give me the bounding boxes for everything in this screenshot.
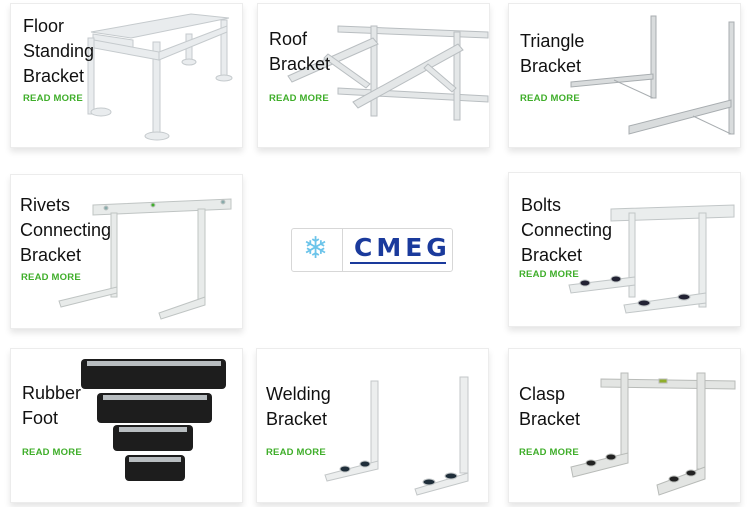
product-title: Clasp Bracket (519, 384, 581, 429)
product-card-triangle-bracket[interactable]: Triangle Bracket READ MORE (508, 3, 741, 148)
product-title: Floor Standing Bracket (23, 16, 95, 86)
product-title: Welding Bracket (266, 384, 331, 429)
product-title: Triangle Bracket (520, 31, 585, 76)
product-title: Rubber Foot (22, 383, 82, 428)
read-more-link[interactable]: READ MORE (266, 447, 326, 458)
roof-bracket-image (287, 25, 489, 121)
product-title: Bolts Connecting Bracket (521, 195, 613, 265)
bolts-bracket-image (568, 204, 735, 314)
product-card-bolts-connecting-bracket[interactable]: Bolts Connecting Bracket READ MORE (508, 172, 741, 327)
read-more-link[interactable]: READ MORE (22, 447, 82, 458)
snowflake-panel: ❄ (292, 229, 343, 271)
logo-underline (350, 262, 446, 264)
clasp-bracket-image (570, 372, 736, 496)
product-card-roof-bracket[interactable]: Roof Bracket READ MORE (257, 3, 490, 148)
product-title: Roof Bracket (269, 29, 331, 74)
welding-bracket-image (324, 376, 469, 496)
read-more-link[interactable]: READ MORE (519, 447, 579, 458)
cmeg-logo: ❄ CMEG (291, 228, 453, 272)
read-more-link[interactable]: READ MORE (520, 93, 580, 104)
rubber-foot-image (81, 359, 226, 481)
product-card-rubber-foot[interactable]: Rubber Foot READ MORE (10, 348, 243, 503)
triangle-bracket-image (570, 15, 735, 135)
rivets-bracket-image (58, 198, 232, 320)
product-card-rivets-connecting-bracket[interactable]: Rivets Connecting Bracket READ MORE (10, 174, 243, 329)
product-card-clasp-bracket[interactable]: Clasp Bracket READ MORE (508, 348, 741, 503)
product-title: Rivets Connecting Bracket (20, 195, 112, 265)
product-card-welding-bracket[interactable]: Welding Bracket READ MORE (256, 348, 489, 503)
logo-text: CMEG (354, 233, 451, 262)
read-more-link[interactable]: READ MORE (269, 93, 329, 104)
product-card-floor-standing-bracket[interactable]: Floor Standing Bracket READ MORE (10, 3, 243, 148)
read-more-link[interactable]: READ MORE (23, 93, 83, 104)
snowflake-icon: ❄ (303, 232, 329, 265)
read-more-link[interactable]: READ MORE (21, 272, 81, 283)
read-more-link[interactable]: READ MORE (519, 269, 579, 280)
floor-stand-image (87, 13, 233, 141)
